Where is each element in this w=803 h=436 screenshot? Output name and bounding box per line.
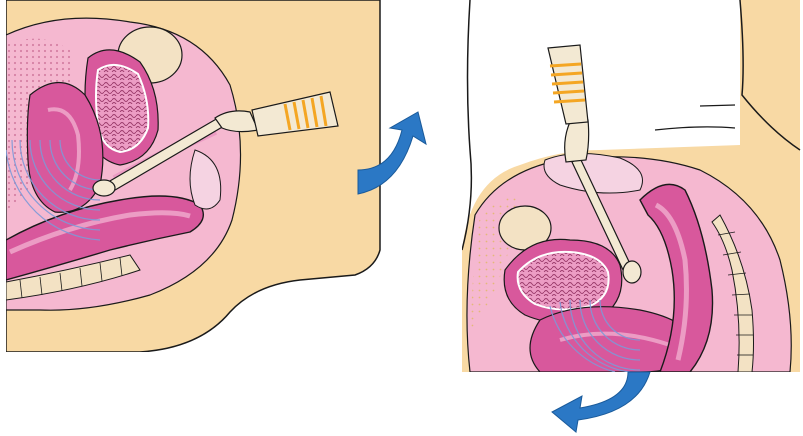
left-panel [6, 0, 380, 352]
right-left-edge [462, 0, 471, 250]
left-bladder-lining [96, 65, 148, 152]
right-skin-crease [700, 105, 735, 106]
rotation-arrow-down [552, 372, 650, 432]
right-skin-crease-2 [655, 127, 735, 130]
right-bladder-lining [518, 252, 609, 310]
right-panel [462, 0, 800, 372]
